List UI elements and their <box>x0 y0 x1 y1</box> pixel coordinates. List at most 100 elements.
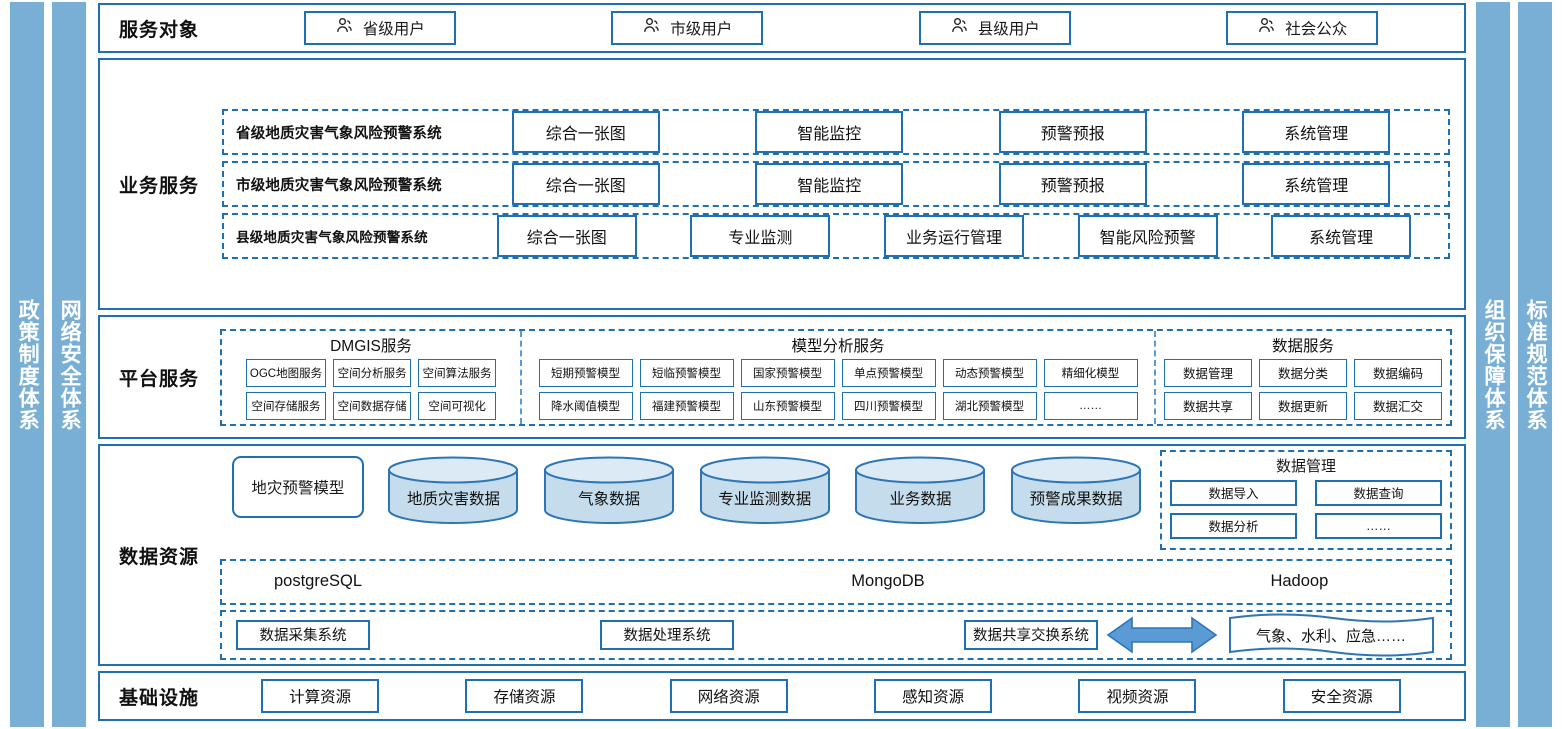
service-object-province[interactable]: 省级用户 <box>303 11 456 45</box>
data-system-sharing-exchange[interactable]: 数据共享交换系统 <box>964 619 1098 650</box>
infra-item-video-resource[interactable]: 视频资源 <box>1078 679 1197 713</box>
service-object-label: 县级用户 <box>977 21 1040 38</box>
infra-item-security-resource[interactable]: 安全资源 <box>1282 679 1401 713</box>
platform-item-ogc-map-service[interactable]: OGC地图服务 <box>245 358 327 387</box>
business-item-smart-risk-warning[interactable]: 智能风险预警 <box>1077 215 1218 257</box>
business-row-province: 省级地质灾害气象风险预警系统 综合一张图 智能监控 预警预报 系统管理 <box>222 109 1450 155</box>
band-infrastructure: 基础设施 计算资源 存储资源 网络资源 感知资源 视频资源 安全资源 <box>98 671 1466 721</box>
database-row: postgreSQL MongoDB Hadoop <box>220 558 1452 605</box>
data-management-panel: 数据管理 数据导入 数据查询 数据分析 …… <box>1160 449 1452 550</box>
data-system-processing[interactable]: 数据处理系统 <box>600 619 734 650</box>
band-business-service: 业务服务 省级地质灾害气象风险预警系统 综合一张图 智能监控 预警预报 系统管理… <box>98 58 1466 310</box>
platform-item-data-management[interactable]: 数据管理 <box>1164 358 1252 387</box>
database-mongodb: MongoDB <box>851 572 925 590</box>
cylinder-icon <box>388 456 519 524</box>
platform-item-spatial-storage-service[interactable]: 空间存储服务 <box>245 391 327 420</box>
platform-item-more-models[interactable]: …… <box>1043 391 1138 420</box>
band-data-resource: 数据资源 地灾预警模型 地质灾害数据 <box>98 444 1466 666</box>
person-icon <box>950 16 969 40</box>
double-arrow-icon <box>1102 615 1222 655</box>
cylinder-icon <box>1011 456 1142 524</box>
business-row-county: 县级地质灾害气象风险预警系统 综合一张图 专业监测 业务运行管理 智能风险预警 … <box>222 213 1450 259</box>
infra-item-storage-resource[interactable]: 存储资源 <box>465 679 584 713</box>
data-cylinder-professional-monitoring-data[interactable]: 专业监测数据 <box>699 456 831 524</box>
platform-item-shandong-warning-model[interactable]: 山东预警模型 <box>740 391 835 420</box>
business-item-one-map[interactable]: 综合一张图 <box>511 111 660 153</box>
data-model-box-geohazard-warning-model[interactable]: 地灾预警模型 <box>231 455 364 518</box>
platform-item-rainfall-threshold-model[interactable]: 降水阈值模型 <box>538 391 633 420</box>
business-item-warning-forecast[interactable]: 预警预报 <box>998 163 1147 205</box>
cylinder-label: 专业监测数据 <box>718 490 812 508</box>
infra-item-network-resource[interactable]: 网络资源 <box>669 679 788 713</box>
business-item-one-map[interactable]: 综合一张图 <box>511 163 660 205</box>
data-cylinder-warning-result-data[interactable]: 预警成果数据 <box>1010 456 1142 524</box>
business-item-system-admin[interactable]: 系统管理 <box>1242 163 1391 205</box>
platform-item-short-term-warning-model[interactable]: 短期预警模型 <box>538 358 633 387</box>
platform-item-hubei-warning-model[interactable]: 湖北预警模型 <box>942 391 1037 420</box>
platform-item-dynamic-warning-model[interactable]: 动态预警模型 <box>942 358 1037 387</box>
data-management-item-more[interactable]: …… <box>1315 512 1442 539</box>
service-object-public[interactable]: 社会公众 <box>1226 11 1379 45</box>
platform-item-data-submission[interactable]: 数据汇交 <box>1354 391 1442 420</box>
data-management-item-query[interactable]: 数据查询 <box>1315 479 1442 506</box>
band-platform-service: 平台服务 DMGIS服务 OGC地图服务 空间存储服务 空间分析服务 空间数据存… <box>98 315 1466 439</box>
data-management-title: 数据管理 <box>1275 457 1336 475</box>
cylinder-label: 气象数据 <box>578 490 641 508</box>
data-cylinder-meteorological-data[interactable]: 气象数据 <box>543 456 675 524</box>
platform-group-title: DMGIS服务 <box>330 337 412 355</box>
infra-item-compute-resource[interactable]: 计算资源 <box>261 679 380 713</box>
platform-item-fujian-warning-model[interactable]: 福建预警模型 <box>639 391 734 420</box>
business-item-smart-monitor[interactable]: 智能监控 <box>755 111 904 153</box>
platform-group-data-service: 数据服务 数据管理 数据共享 数据分类 数据更新 数据编码 数据汇交 <box>1156 331 1450 424</box>
service-object-city[interactable]: 市级用户 <box>611 11 764 45</box>
external-systems-wave[interactable]: 气象、水利、应急…… <box>1226 612 1436 658</box>
platform-item-nowcasting-warning-model[interactable]: 短临预警模型 <box>639 358 734 387</box>
platform-item-refined-model[interactable]: 精细化模型 <box>1043 358 1138 387</box>
band-label-infrastructure: 基础设施 <box>118 687 199 709</box>
person-icon <box>642 16 661 40</box>
data-management-item-analysis[interactable]: 数据分析 <box>1170 512 1297 539</box>
platform-item-data-sharing[interactable]: 数据共享 <box>1164 391 1252 420</box>
pillar-organization-guarantee-system: 组织保障体系 <box>1476 2 1510 727</box>
data-management-item-import[interactable]: 数据导入 <box>1170 479 1297 506</box>
platform-group-title: 模型分析服务 <box>791 337 885 355</box>
business-item-warning-forecast[interactable]: 预警预报 <box>998 111 1147 153</box>
platform-item-sichuan-warning-model[interactable]: 四川预警模型 <box>841 391 936 420</box>
service-object-label: 社会公众 <box>1285 21 1348 38</box>
platform-item-spatial-algorithm-service[interactable]: 空间算法服务 <box>418 358 497 387</box>
platform-item-spatial-data-storage[interactable]: 空间数据存储 <box>333 391 412 420</box>
platform-item-data-update[interactable]: 数据更新 <box>1259 391 1347 420</box>
cylinder-icon <box>544 456 675 524</box>
platform-item-spatial-visualization[interactable]: 空间可视化 <box>418 391 497 420</box>
pillar-network-security-system: 网络安全体系 <box>52 2 86 727</box>
cylinder-label: 业务数据 <box>889 490 952 508</box>
external-systems-label: 气象、水利、应急…… <box>1255 627 1406 645</box>
database-postgresql: postgreSQL <box>274 572 363 590</box>
data-cylinder-business-data[interactable]: 业务数据 <box>854 456 986 524</box>
business-item-system-admin[interactable]: 系统管理 <box>1242 111 1391 153</box>
data-system-collection[interactable]: 数据采集系统 <box>236 619 370 650</box>
business-item-system-admin[interactable]: 系统管理 <box>1271 215 1412 257</box>
business-system-name: 市级地质灾害气象风险预警系统 <box>236 177 442 194</box>
business-system-name: 省级地质灾害气象风险预警系统 <box>236 125 442 142</box>
person-icon <box>335 16 354 40</box>
platform-item-national-warning-model[interactable]: 国家预警模型 <box>740 358 835 387</box>
database-hadoop: Hadoop <box>1270 572 1329 590</box>
platform-group-dmgis: DMGIS服务 OGC地图服务 空间存储服务 空间分析服务 空间数据存储 空间算… <box>222 330 522 424</box>
business-item-one-map[interactable]: 综合一张图 <box>496 215 637 257</box>
infra-item-sensing-resource[interactable]: 感知资源 <box>874 679 993 713</box>
band-label-platform-service: 平台服务 <box>118 368 199 390</box>
business-item-smart-monitor[interactable]: 智能监控 <box>755 163 904 205</box>
platform-item-single-point-warning-model[interactable]: 单点预警模型 <box>841 358 936 387</box>
business-item-pro-monitor[interactable]: 专业监测 <box>690 215 831 257</box>
platform-item-data-classification[interactable]: 数据分类 <box>1259 358 1347 387</box>
data-cylinder-geohazard-data[interactable]: 地质灾害数据 <box>387 456 519 524</box>
data-system-row: 数据采集系统 数据处理系统 数据共享交换系统 <box>220 609 1452 660</box>
cylinder-icon <box>699 456 830 524</box>
platform-item-data-encoding[interactable]: 数据编码 <box>1354 358 1442 387</box>
business-item-operation-mgmt[interactable]: 业务运行管理 <box>883 215 1024 257</box>
platform-item-spatial-analysis-service[interactable]: 空间分析服务 <box>333 358 412 387</box>
person-icon <box>1257 16 1276 40</box>
service-object-county[interactable]: 县级用户 <box>918 11 1071 45</box>
